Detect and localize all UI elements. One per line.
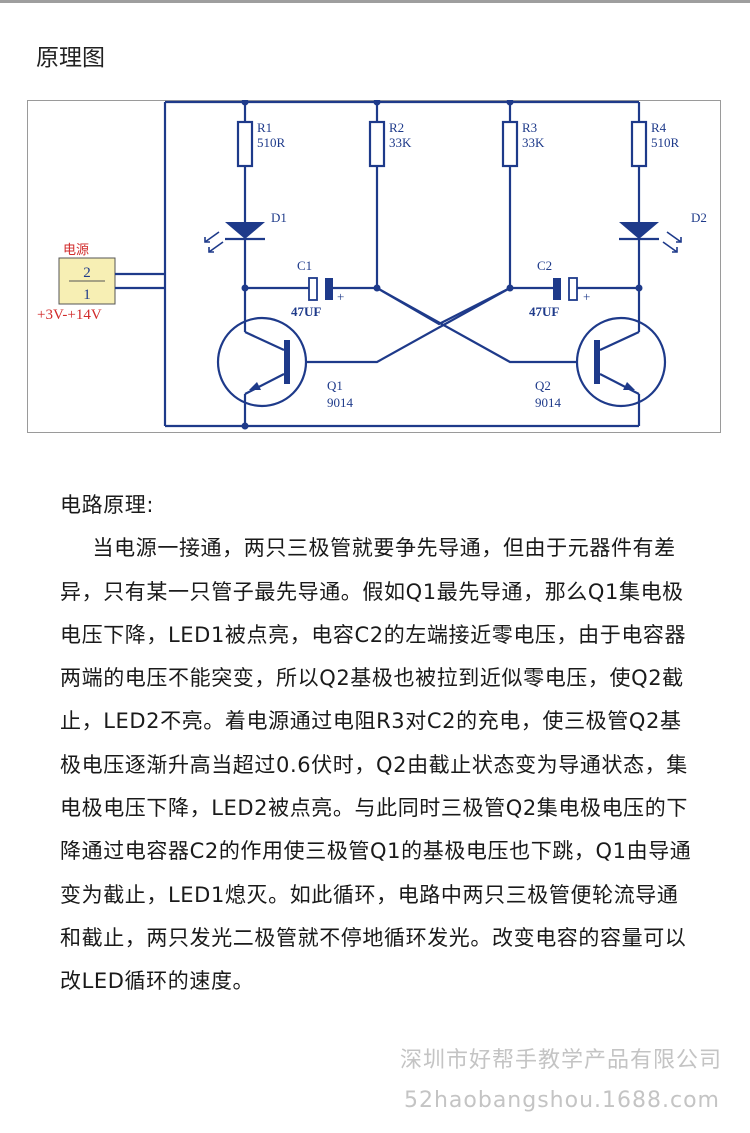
branch-r4-d2: R4 510R D2 <box>619 102 707 288</box>
circuit-explanation: 电路原理: 当电源一接通，两只三极管就要争先导通，但由于元器件有差异，只有某一只… <box>60 484 700 1004</box>
r2-value: 33K <box>389 135 412 150</box>
r2-resistor <box>368 120 386 168</box>
r4-resistor <box>630 120 648 168</box>
capacitor-c1: C1 47UF + <box>245 258 377 319</box>
c2-name: C2 <box>537 258 552 273</box>
d1-light-arrows <box>204 231 224 253</box>
r1-value: 510R <box>257 135 286 150</box>
transistor-q2: Q2 9014 <box>535 288 667 426</box>
c1-value: 47UF <box>291 304 321 319</box>
r3-name: R3 <box>522 120 537 135</box>
q1-model: 9014 <box>327 395 354 410</box>
cross-coupling-wires <box>290 287 594 364</box>
c2-value: 47UF <box>529 304 559 319</box>
r3-value: 33K <box>522 135 545 150</box>
power-pin-2: 2 <box>83 265 91 281</box>
watermark-company: 深圳市好帮手教学产品有限公司 <box>399 1048 722 1073</box>
power-title: 电源 <box>63 242 89 257</box>
power-range: +3V-+14V <box>37 307 102 323</box>
branch-r1-d1: R1 510R D1 <box>204 102 287 288</box>
c1-name: C1 <box>297 258 312 273</box>
d1-led <box>225 222 265 239</box>
d2-led <box>619 222 659 239</box>
page-title: 原理图 <box>36 45 105 71</box>
explanation-paragraph: 当电源一接通，两只三极管就要争先导通，但由于元器件有差异，只有某一只管子最先导通… <box>60 536 692 994</box>
power-pin-1: 1 <box>83 287 91 303</box>
d2-name: D2 <box>691 210 707 225</box>
watermark-url: 52haobangshou.1688.com <box>403 1088 720 1113</box>
circuit-schematic: 2 1 电源 +3V-+14V R1 510R D1 R2 33K <box>27 100 721 433</box>
c2-polarity: + <box>583 289 590 304</box>
q2-model: 9014 <box>535 395 562 410</box>
transistor-q1: Q1 9014 <box>216 288 354 426</box>
power-connector: 2 1 电源 +3V-+14V <box>37 242 165 323</box>
q1-name: Q1 <box>327 378 343 393</box>
section-title: 电路原理: <box>60 493 155 517</box>
r1-name: R1 <box>257 120 272 135</box>
branch-r2: R2 33K <box>368 102 412 288</box>
r4-value: 510R <box>651 135 680 150</box>
top-divider <box>0 0 750 3</box>
c1-polarity: + <box>337 289 344 304</box>
r2-name: R2 <box>389 120 404 135</box>
d1-name: D1 <box>271 210 287 225</box>
r1-resistor <box>236 120 254 168</box>
r4-name: R4 <box>651 120 667 135</box>
capacitor-c2: C2 47UF + <box>510 258 639 319</box>
q2-name: Q2 <box>535 378 551 393</box>
r3-resistor <box>501 120 519 168</box>
d2-light-arrows <box>662 231 682 253</box>
branch-r3: R3 33K <box>501 102 545 288</box>
